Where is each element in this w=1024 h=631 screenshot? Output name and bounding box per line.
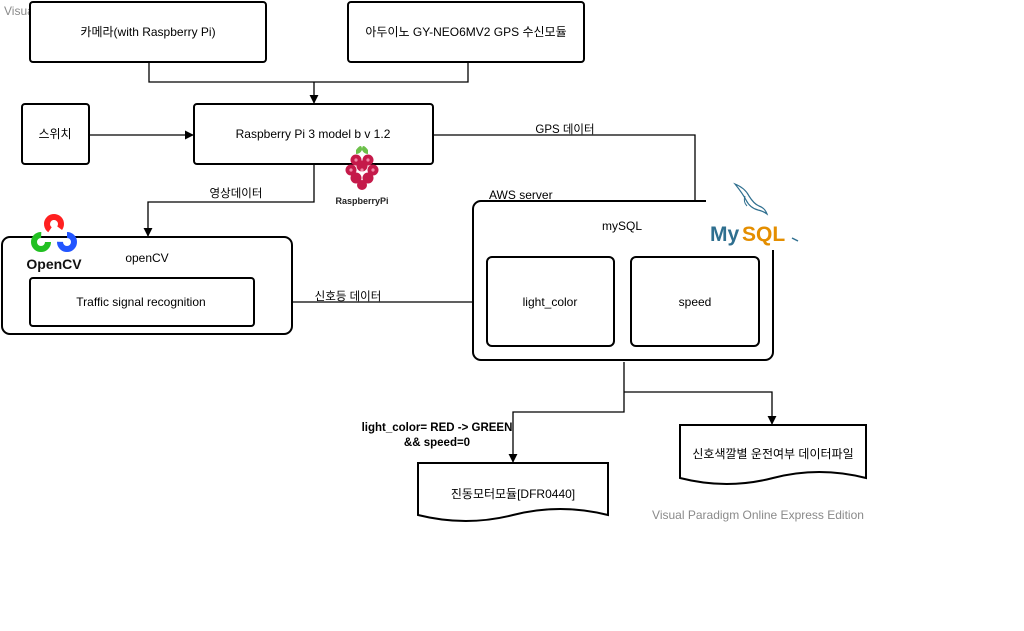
mysql-logo-my: My [710,223,739,246]
gps-data-edge-label: GPS 데이터 [535,123,594,136]
raspberry-pi-label: Raspberry Pi 3 model b v 1.2 [236,127,391,141]
opencv-logo-icon: OpenCV [26,214,82,272]
video-data-edge-label: 영상데이터 [210,187,263,200]
raspberry-pi-node[interactable]: Raspberry Pi 3 model b v 1.2 [193,103,434,165]
opencv-logo-text: OpenCV [26,256,82,272]
signal-data-edge-label: 신호등 데이터 [315,290,382,303]
edge-video-data [143,164,315,237]
mysql-label: mySQL [602,219,642,233]
condition-label-line2: && speed=0 [404,437,470,449]
traffic-recognition-label: Traffic signal recognition [76,295,205,309]
data-file-label: 신호색깔별 운전여부 데이터파일 [692,447,853,461]
camera-label: 카메라(with Raspberry Pi) [80,25,215,39]
mysql-logo-sql: SQL [742,223,785,246]
watermark-bottom: Visual Paradigm Online Express Edition [652,508,864,522]
vibration-motor-node[interactable]: 진동모터모듈[DFR0440] [417,462,609,522]
mysql-logo-icon: My SQL [706,178,804,250]
condition-label-line1: light_color= RED -> GREEN [362,422,513,434]
speed-label: speed [679,295,712,309]
edge-camera-gps-join [148,62,469,83]
data-file-node[interactable]: 신호색깔별 운전여부 데이터파일 [679,424,867,485]
speed-node[interactable]: speed [630,256,760,347]
switch-node[interactable]: 스위치 [21,103,90,165]
traffic-recognition-node[interactable]: Traffic signal recognition [29,277,255,327]
vibration-motor-label: 진동모터모듈[DFR0440] [451,487,575,501]
switch-label: 스위치 [38,127,71,141]
light-color-label: light_color [523,295,578,309]
light-color-node[interactable]: light_color [486,256,615,347]
edge-to-vibration-motor [508,362,625,463]
raspberry-pi-logo-text: RaspberryPi [335,196,388,206]
opencv-group-label: openCV [125,251,168,265]
raspberry-pi-logo-icon: RaspberryPi [335,146,389,206]
edge-to-data-file [624,391,777,425]
gps-module-label: 아두이노 GY-NEO6MV2 GPS 수신모듈 [365,25,566,39]
aws-server-label: AWS server [489,188,553,202]
camera-node[interactable]: 카메라(with Raspberry Pi) [29,1,267,63]
gps-module-node[interactable]: 아두이노 GY-NEO6MV2 GPS 수신모듈 [347,1,585,63]
